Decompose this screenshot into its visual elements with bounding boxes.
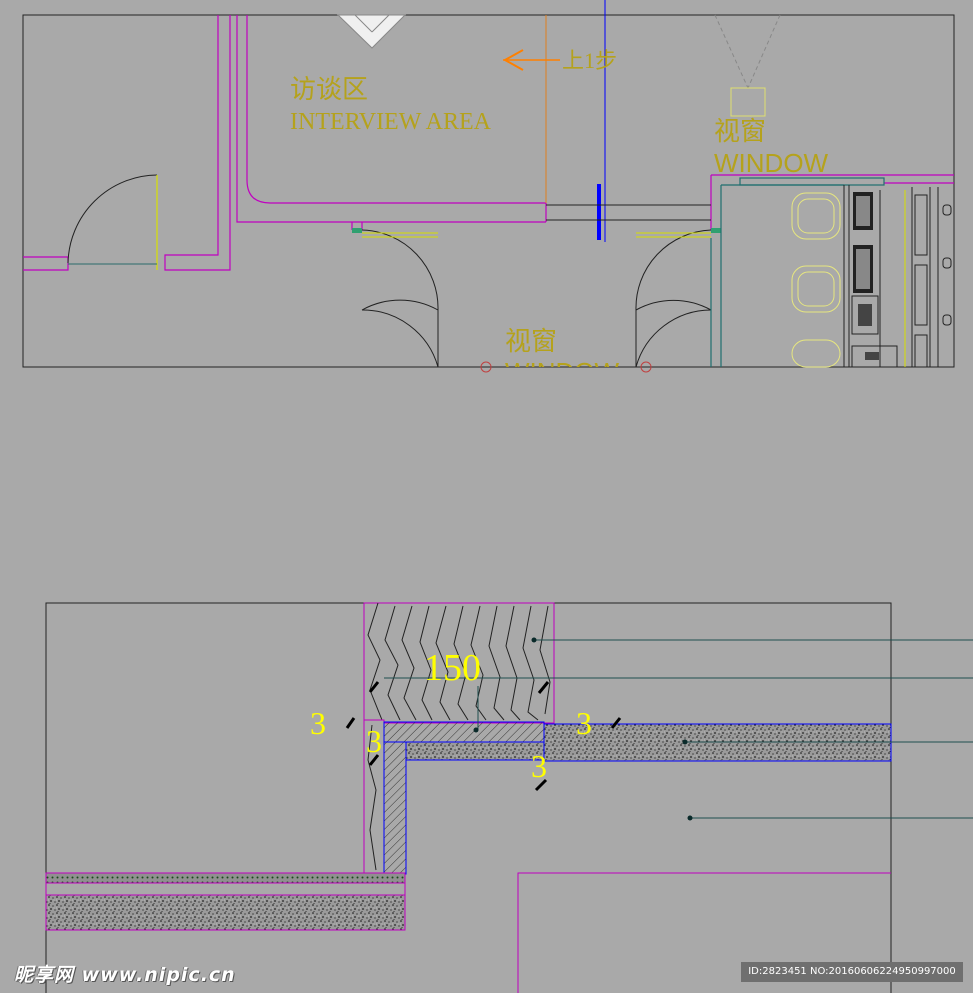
watermark-logo: 昵享网 www.nipic.cn [14,964,236,986]
leader-lines [384,639,973,819]
window-cn-top: 视窗 [714,117,766,146]
dimension-ticks [345,681,622,792]
lamp-icon [730,87,766,117]
interview-area-en: INTERVIEW AREA [290,109,492,135]
plan-frame [22,14,955,368]
interview-area-cn: 访谈区 [290,75,368,104]
window-cn-bottom: 视窗 [505,327,557,356]
equipment-rack [843,185,952,368]
window-en-bottom: WINDOW [505,357,620,387]
dimension-right: 3 [576,705,592,741]
dimension-mid: 3 [366,723,382,759]
walls [23,15,954,271]
door-swing-right [635,229,712,311]
wood-grain [367,602,551,721]
door-swing-left [361,229,439,311]
floor-plan: 访谈区 INTERVIEW AREA 上1步 视窗 WINDOW 视窗 WIND… [22,0,955,387]
section-marker-icon [480,361,652,373]
watermark-id: ID:2823451 NO:20160606224950997000 [741,962,963,982]
window-en-top: WINDOW [714,148,829,178]
step-note: 上1步 [562,48,617,73]
dimension-150: 150 [424,647,481,689]
step-arrow-icon [502,49,560,71]
dimension-left: 3 [310,705,326,741]
dimension-low: 3 [531,748,547,784]
door-swing [67,174,158,264]
chair-icons [791,192,841,368]
section-detail: 150 3 3 3 3 [45,602,973,993]
